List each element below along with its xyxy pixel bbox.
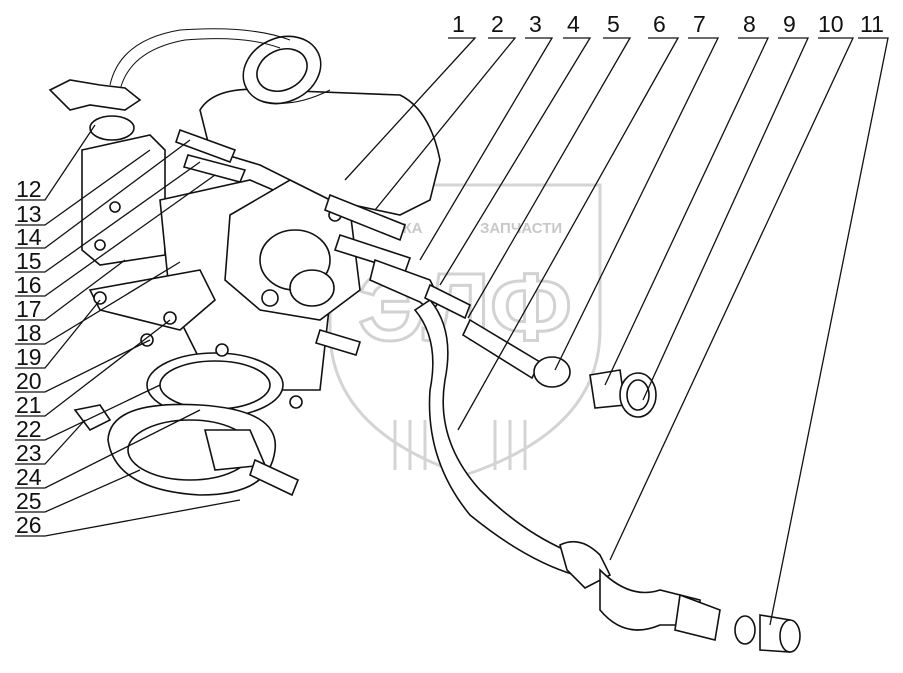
part-label-5: 5 bbox=[607, 11, 620, 37]
part-label-14: 14 bbox=[16, 224, 42, 250]
part-label-13: 13 bbox=[16, 201, 42, 227]
part-label-22: 22 bbox=[16, 416, 42, 442]
part-label-24: 24 bbox=[16, 464, 42, 490]
part-label-11: 11 bbox=[860, 11, 884, 37]
left-labels: 12 13 14 15 16 17 18 19 20 21 22 23 24 2… bbox=[16, 176, 42, 538]
part-label-8: 8 bbox=[743, 11, 756, 37]
part-label-2: 2 bbox=[491, 11, 504, 37]
part-label-21: 21 bbox=[16, 392, 42, 418]
part-label-19: 19 bbox=[16, 344, 42, 370]
part-label-3: 3 bbox=[529, 11, 542, 37]
part-label-9: 9 bbox=[783, 11, 796, 37]
part-label-16: 16 bbox=[16, 272, 42, 298]
part-label-25: 25 bbox=[16, 488, 42, 514]
part-label-18: 18 bbox=[16, 320, 42, 346]
part-label-15: 15 bbox=[16, 248, 42, 274]
turbocharger-assembly bbox=[48, 28, 441, 497]
part-label-17: 17 bbox=[16, 296, 42, 322]
part-label-26: 26 bbox=[16, 512, 42, 538]
part-label-1: 1 bbox=[452, 11, 465, 37]
loose-fittings bbox=[423, 283, 657, 418]
top-labels: 1 2 3 4 5 6 7 8 9 10 11 bbox=[452, 11, 884, 37]
part-label-12: 12 bbox=[16, 176, 42, 202]
part-label-20: 20 bbox=[16, 368, 42, 394]
leader-lines-top bbox=[344, 37, 889, 626]
part-label-7: 7 bbox=[693, 11, 706, 37]
oil-return-pipe bbox=[369, 258, 801, 653]
part-label-4: 4 bbox=[567, 11, 580, 37]
leader-lines-left bbox=[15, 124, 241, 537]
part-label-10: 10 bbox=[818, 11, 844, 37]
watermark-caption-right: ЗАПЧАСТИ bbox=[480, 220, 562, 237]
part-label-23: 23 bbox=[16, 440, 42, 466]
part-label-6: 6 bbox=[653, 11, 666, 37]
